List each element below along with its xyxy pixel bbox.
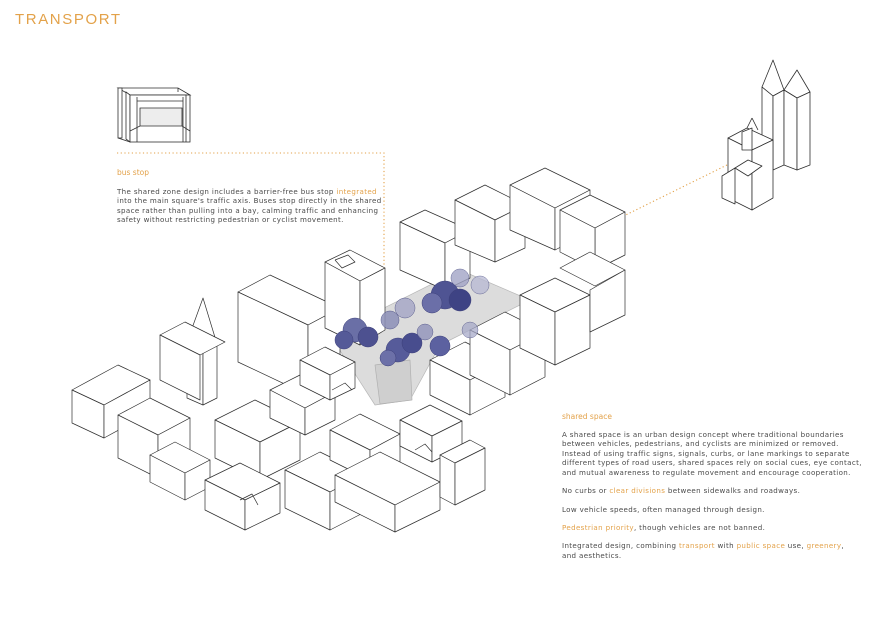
bus-stop-text-a: The shared zone design includes a barrie… (117, 187, 334, 196)
shared-space-point-2: Low vehicle speeds, often managed throug… (562, 504, 765, 514)
point-4-text-e: and aesthetics. (562, 550, 622, 560)
point-4-highlight-transport: transport (678, 541, 715, 551)
point-1-highlight: clear divisions (609, 486, 666, 496)
point-4-highlight-public-space: public space (736, 541, 786, 551)
shared-space-point-4: Integrated design, combining transport w… (562, 541, 862, 560)
point-4-text-a: Integrated design, combining (562, 541, 677, 551)
bus-stop-shelter-illustration (116, 87, 192, 143)
point-4-text-d: , (841, 541, 844, 551)
church-illustration (721, 59, 811, 211)
shared-space-point-3: Pedestrian priority, though vehicles are… (562, 523, 862, 532)
bus-stop-text-block: bus stop The shared zone design includes… (117, 168, 382, 225)
point-4-text-c: use, (787, 541, 804, 551)
point-1-text-a: No curbs or (562, 486, 607, 496)
shared-space-intro: A shared space is an urban design concep… (562, 430, 862, 477)
bus-stop-title: bus stop (117, 168, 150, 177)
point-1-text-b: between sidewalks and roadways. (667, 486, 801, 496)
point-4-text-b: with (717, 541, 734, 551)
point-3-text-b: , though vehicles are not banned. (633, 522, 766, 532)
shared-space-text-block: shared space A shared space is an urban … (562, 412, 862, 560)
trees (334, 268, 490, 367)
bus-stop-highlight: integrated (336, 187, 377, 196)
shared-space-point-1: No curbs or clear divisions between side… (562, 486, 862, 495)
shared-space-title: shared space (562, 412, 612, 421)
point-4-highlight-greenery: greenery (806, 541, 842, 551)
point-3-highlight: Pedestrian priority (562, 522, 634, 532)
bus-stop-description: The shared zone design includes a barrie… (117, 187, 382, 225)
page-title: TRANSPORT (15, 11, 122, 28)
bus-stop-text-b: into the main square's traffic axis. Bus… (117, 196, 382, 225)
